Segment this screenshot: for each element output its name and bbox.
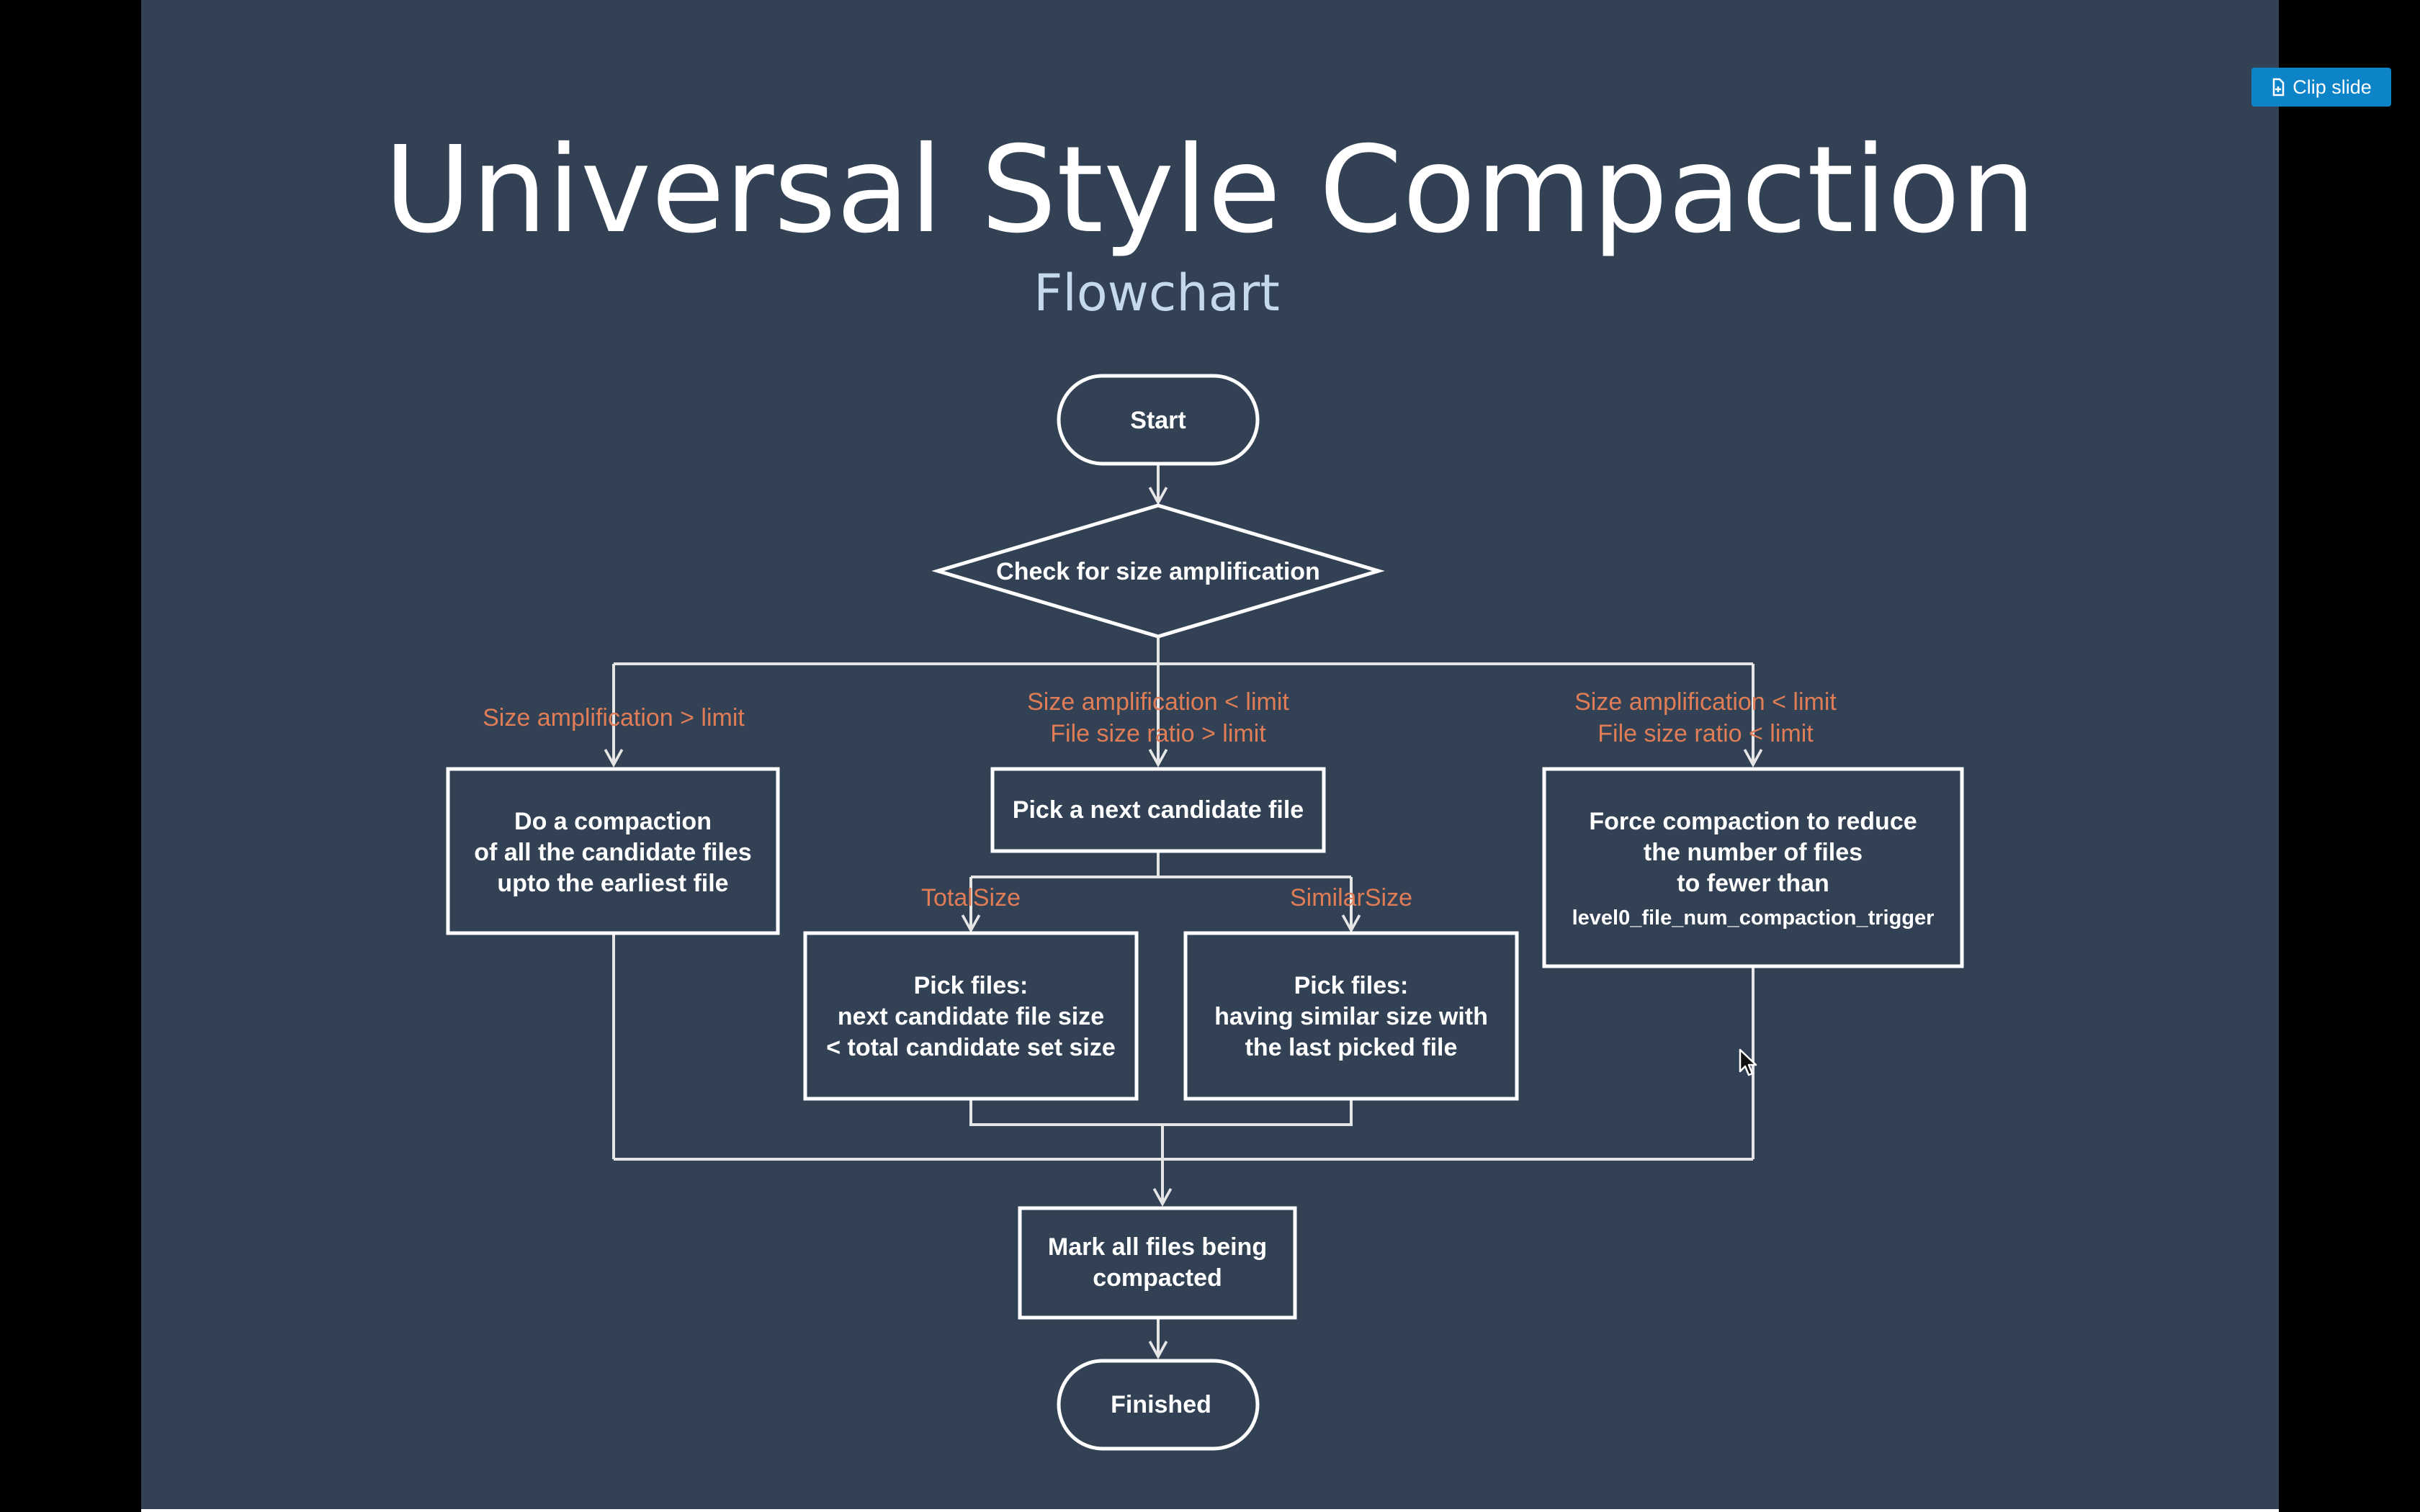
force-line2: the number of files — [1644, 839, 1863, 866]
slide-title: Universal Style Compaction — [384, 121, 2036, 260]
check-label: Check for size amplification — [996, 558, 1320, 585]
force-line1: Force compaction to reduce — [1589, 808, 1917, 835]
similar-size-label: SimilarSize — [1290, 884, 1412, 912]
mouse-cursor-icon — [1739, 1048, 1757, 1076]
pick-next-label: Pick a next candidate file — [1013, 796, 1304, 824]
slide-subtitle: Flowchart — [1034, 264, 1280, 323]
finished-label: Finished — [1111, 1391, 1211, 1418]
check-decision-node: Check for size amplification — [931, 503, 1385, 639]
pick-similar-line2: having similar size with — [1214, 1003, 1488, 1030]
mark-line2: compacted — [1093, 1264, 1222, 1292]
force-compaction-node: Force compaction to reduce the number of… — [1542, 767, 1964, 968]
compaction-all-line3: upto the earliest file — [497, 870, 728, 897]
pick-total-line3: < total candidate set size — [826, 1034, 1116, 1061]
pick-similar-node: Pick files: having similar size with the… — [1183, 931, 1519, 1101]
total-size-label: TotalSize — [921, 884, 1021, 912]
force-line4: level0_file_num_compaction_trigger — [1572, 906, 1935, 930]
slide-background — [141, 0, 2279, 1509]
clip-icon — [2272, 78, 2285, 96]
condition-labels: Size amplification > limit Size amplific… — [483, 688, 1837, 912]
pick-total-node: Pick files: next candidate file size < t… — [803, 931, 1139, 1101]
right-condition-line2: File size ratio < limit — [1597, 720, 1814, 747]
middle-condition-line1: Size amplification < limit — [1027, 688, 1289, 716]
pick-similar-line1: Pick files: — [1294, 972, 1409, 999]
compaction-all-node: Do a compaction of all the candidate fil… — [446, 767, 780, 935]
slide-bottom-edge — [141, 1509, 2279, 1512]
pick-total-line1: Pick files: — [914, 972, 1028, 999]
force-line3: to fewer than — [1677, 870, 1829, 897]
pick-total-line2: next candidate file size — [838, 1003, 1104, 1030]
pick-next-node: Pick a next candidate file — [990, 767, 1326, 853]
clip-slide-button[interactable]: Clip slide — [2251, 68, 2391, 107]
edge-pick-merge — [969, 1099, 1353, 1126]
start-node: Start — [1057, 374, 1260, 466]
start-label: Start — [1130, 407, 1186, 434]
compaction-all-line1: Do a compaction — [514, 808, 712, 835]
middle-condition-line2: File size ratio > limit — [1050, 720, 1266, 747]
mark-files-node: Mark all files being compacted — [1018, 1206, 1297, 1320]
pick-similar-line3: the last picked file — [1245, 1034, 1458, 1061]
compaction-all-line2: of all the candidate files — [474, 839, 751, 866]
left-condition-label: Size amplification > limit — [483, 704, 745, 732]
mark-line1: Mark all files being — [1048, 1233, 1267, 1261]
right-condition-line1: Size amplification < limit — [1574, 688, 1837, 716]
finished-node: Finished — [1057, 1359, 1260, 1451]
flowchart-edges — [604, 464, 1763, 1359]
clip-slide-label: Clip slide — [2293, 76, 2372, 98]
